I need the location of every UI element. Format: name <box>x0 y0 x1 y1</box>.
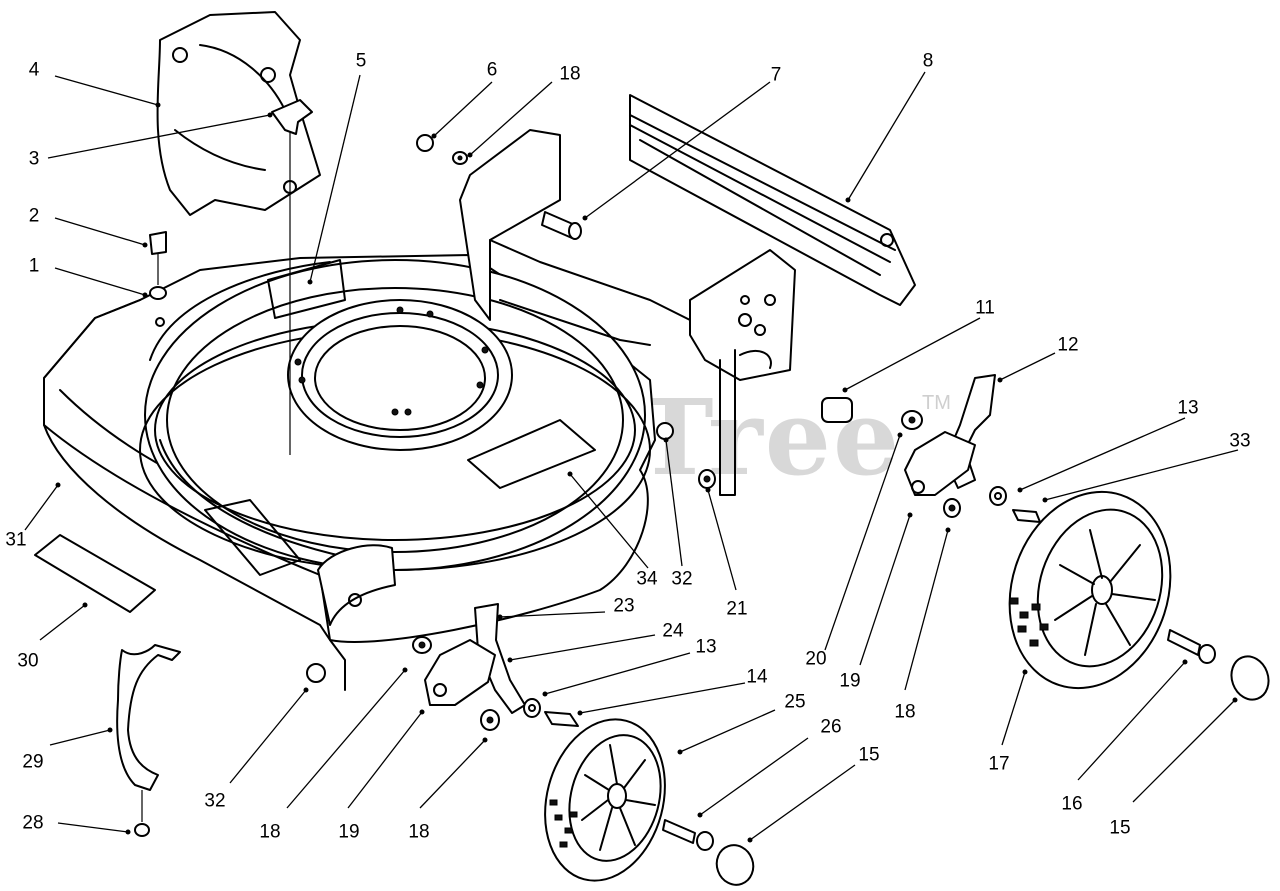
nut-32-front <box>306 663 326 683</box>
callout-32[interactable]: 32 <box>204 790 226 812</box>
nut-6 <box>416 134 434 152</box>
callout-13[interactable]: 13 <box>1177 397 1199 419</box>
spacer-11 <box>821 397 853 423</box>
leader-arrowheads <box>55 102 1238 843</box>
callout-18[interactable]: 18 <box>559 63 581 85</box>
callout-33[interactable]: 33 <box>1229 430 1251 452</box>
callout-19[interactable]: 19 <box>338 821 360 843</box>
callout-26[interactable]: 26 <box>820 716 842 738</box>
callout-23[interactable]: 23 <box>613 595 635 617</box>
callout-2[interactable]: 2 <box>28 205 40 227</box>
washer-hole <box>457 155 463 161</box>
callout-19[interactable]: 19 <box>839 670 861 692</box>
front-height-adjuster <box>412 603 579 731</box>
callout-16[interactable]: 16 <box>1061 793 1083 815</box>
callout-18[interactable]: 18 <box>408 821 430 843</box>
callout-24[interactable]: 24 <box>662 620 684 642</box>
mulch-bracket <box>116 644 181 837</box>
callout-29[interactable]: 29 <box>22 751 44 773</box>
nut-32-rear <box>656 422 674 440</box>
callout-32[interactable]: 32 <box>671 568 693 590</box>
callout-6[interactable]: 6 <box>486 59 498 81</box>
callout-14[interactable]: 14 <box>746 666 768 688</box>
callout-13[interactable]: 13 <box>695 636 717 658</box>
callout-34[interactable]: 34 <box>636 568 658 590</box>
callout-4[interactable]: 4 <box>28 59 40 81</box>
rear-axle-bolt-and-cap <box>1167 629 1270 701</box>
trademark-mark: TM <box>922 392 951 414</box>
callout-18[interactable]: 18 <box>894 701 916 723</box>
rear-height-adjuster <box>904 374 1041 523</box>
callout-21[interactable]: 21 <box>726 598 748 620</box>
callout-8[interactable]: 8 <box>922 50 934 72</box>
front-wheel <box>544 718 666 882</box>
callout-18[interactable]: 18 <box>259 821 281 843</box>
leader-lines <box>24 71 1239 841</box>
callout-25[interactable]: 25 <box>784 691 806 713</box>
mower-deck <box>43 129 796 691</box>
warning-label <box>34 534 156 613</box>
callout-20[interactable]: 20 <box>805 648 827 670</box>
callout-12[interactable]: 12 <box>1057 334 1079 356</box>
discharge-chute <box>156 11 321 216</box>
callout-7[interactable]: 7 <box>770 64 782 86</box>
washer-21-hole <box>703 475 711 483</box>
callout-28[interactable]: 28 <box>22 812 44 834</box>
callout-11[interactable]: 11 <box>975 297 995 319</box>
callout-17[interactable]: 17 <box>988 753 1010 775</box>
front-axle-bolt-and-cap <box>662 819 755 886</box>
rear-wheel <box>1008 490 1172 690</box>
bolt-and-nut-front <box>149 231 167 327</box>
callout-31[interactable]: 31 <box>5 529 27 551</box>
callout-15[interactable]: 15 <box>858 744 880 766</box>
rear-trailing-shield <box>629 94 916 306</box>
adjustment-knob <box>271 99 313 455</box>
pivot-pin <box>541 211 582 240</box>
washer-20-hole <box>908 416 916 424</box>
callout-5[interactable]: 5 <box>355 50 367 72</box>
callout-1[interactable]: 1 <box>28 255 40 277</box>
callout-3[interactable]: 3 <box>28 148 40 170</box>
callout-30[interactable]: 30 <box>17 650 39 672</box>
callout-15[interactable]: 15 <box>1109 817 1131 839</box>
